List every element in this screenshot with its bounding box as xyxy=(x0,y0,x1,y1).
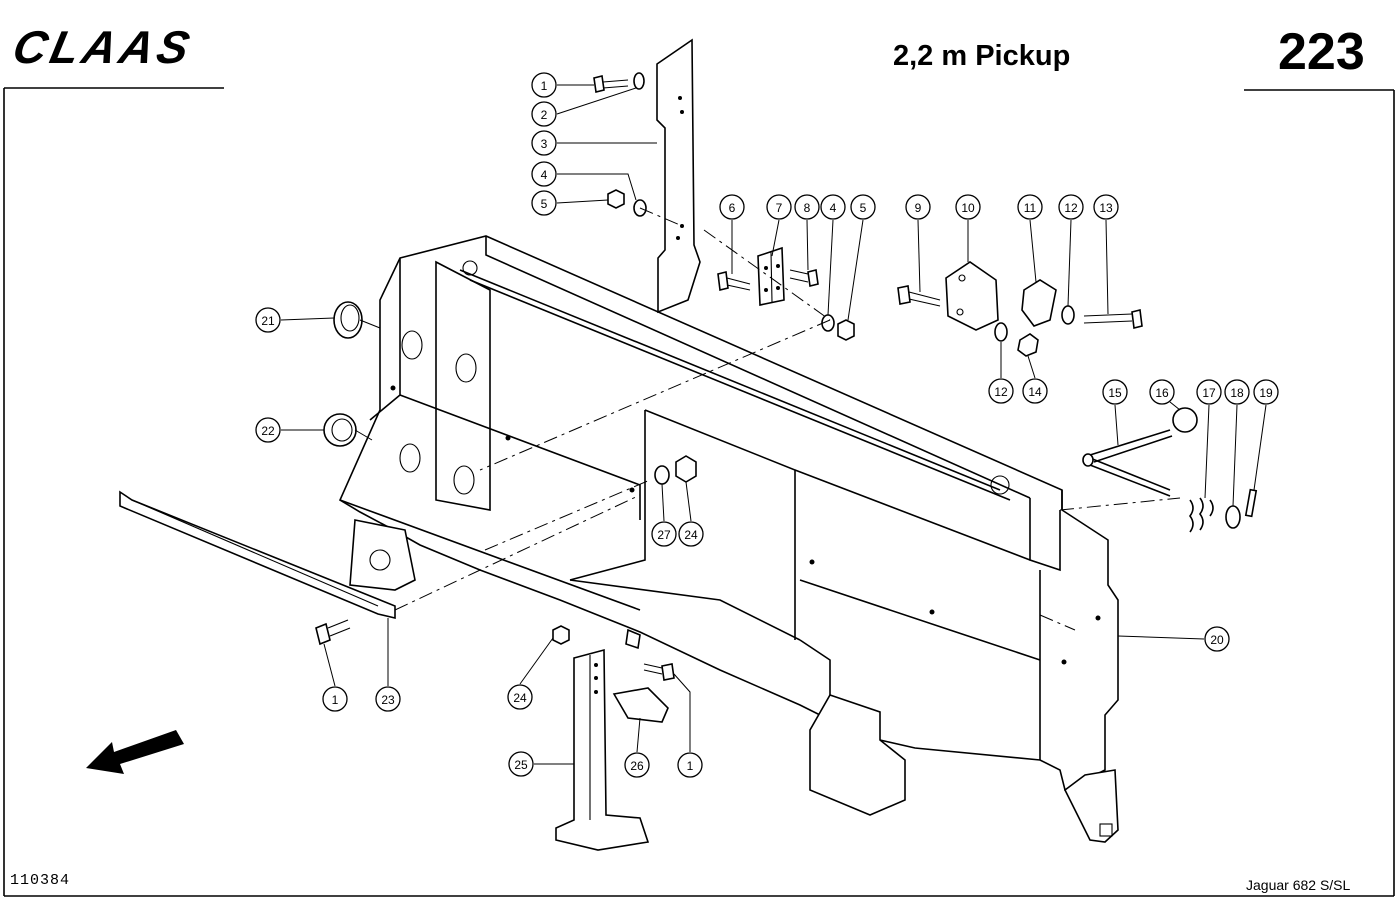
svg-text:6: 6 xyxy=(729,201,736,215)
svg-text:11: 11 xyxy=(1024,201,1037,215)
arrow-left-down-icon xyxy=(86,730,184,774)
callout: 11 xyxy=(1017,194,1043,220)
svg-text:3: 3 xyxy=(541,137,548,151)
callout-bubbles: 1 2 3 4 5 6 7 8 4 5 9 10 11 12 13 12 14 … xyxy=(255,72,1279,778)
leader-lines xyxy=(280,84,1267,765)
svg-text:1: 1 xyxy=(332,693,339,707)
svg-text:10: 10 xyxy=(961,201,975,215)
callout: 21 xyxy=(255,307,281,333)
callout: 25 xyxy=(508,751,534,777)
clips xyxy=(323,301,363,447)
callout: 1 xyxy=(531,72,557,98)
page-number: 223 xyxy=(1278,23,1365,81)
callout: 5 xyxy=(531,190,557,216)
svg-text:8: 8 xyxy=(804,201,811,215)
callout: 3 xyxy=(531,130,557,156)
callout: 6 xyxy=(719,194,745,220)
callout: 4 xyxy=(531,161,557,187)
pickup-frame xyxy=(338,235,1119,843)
svg-text:17: 17 xyxy=(1202,386,1216,400)
svg-text:20: 20 xyxy=(1210,633,1224,647)
callout: 7 xyxy=(766,194,792,220)
hinge xyxy=(757,246,785,306)
callout: 24 xyxy=(678,521,704,547)
svg-text:7: 7 xyxy=(776,201,783,215)
locking-pin-assembly xyxy=(1082,407,1258,533)
page-title: 2,2 m Pickup xyxy=(893,40,1071,72)
drawing-number: 110384 xyxy=(10,872,71,889)
svg-text:19: 19 xyxy=(1259,386,1273,400)
support-stand xyxy=(555,648,669,851)
svg-text:12: 12 xyxy=(1064,201,1078,215)
svg-text:24: 24 xyxy=(513,691,527,705)
svg-text:14: 14 xyxy=(1028,385,1042,399)
callout: 13 xyxy=(1093,194,1119,220)
callout: 9 xyxy=(905,194,931,220)
svg-text:2: 2 xyxy=(541,108,548,122)
mounting-bracket xyxy=(656,38,701,314)
svg-text:26: 26 xyxy=(630,759,644,773)
callout: 12 xyxy=(988,378,1014,404)
svg-text:16: 16 xyxy=(1155,386,1169,400)
svg-text:5: 5 xyxy=(860,201,867,215)
callout: 27 xyxy=(651,521,677,547)
svg-text:1: 1 xyxy=(687,759,694,773)
svg-text:21: 21 xyxy=(261,314,275,328)
frame xyxy=(3,87,1395,897)
svg-text:1: 1 xyxy=(541,79,548,93)
svg-text:25: 25 xyxy=(514,758,528,772)
callout: 20 xyxy=(1204,626,1230,652)
callout: 8 xyxy=(794,194,820,220)
svg-text:4: 4 xyxy=(830,201,837,215)
svg-text:4: 4 xyxy=(541,168,548,182)
callout: 22 xyxy=(255,417,281,443)
svg-text:18: 18 xyxy=(1230,386,1244,400)
svg-text:13: 13 xyxy=(1099,201,1113,215)
callout: 1 xyxy=(677,752,703,778)
svg-text:23: 23 xyxy=(381,693,395,707)
model-label: Jaguar 682 S/SL xyxy=(1246,877,1351,893)
svg-text:15: 15 xyxy=(1108,386,1122,400)
svg-text:12: 12 xyxy=(994,385,1008,399)
svg-text:27: 27 xyxy=(657,528,671,542)
callout: 10 xyxy=(955,194,981,220)
callout: 24 xyxy=(507,684,533,710)
callout: 14 xyxy=(1022,378,1048,404)
callout: 26 xyxy=(624,752,650,778)
svg-text:9: 9 xyxy=(915,201,922,215)
svg-text:5: 5 xyxy=(541,197,548,211)
callout: 5 xyxy=(850,194,876,220)
callout: 15 xyxy=(1102,379,1128,405)
callout: 17 xyxy=(1196,379,1222,405)
svg-text:24: 24 xyxy=(684,528,698,542)
svg-text:22: 22 xyxy=(261,424,275,438)
callout: 4 xyxy=(820,194,846,220)
callout: 1 xyxy=(322,686,348,712)
callout: 18 xyxy=(1224,379,1250,405)
callout: 2 xyxy=(531,101,557,127)
deflector-strip xyxy=(119,490,396,620)
callout: 19 xyxy=(1253,379,1279,405)
callout: 23 xyxy=(375,686,401,712)
callout: 16 xyxy=(1149,379,1175,405)
callout: 12 xyxy=(1058,194,1084,220)
assembly-lines xyxy=(394,207,1181,631)
